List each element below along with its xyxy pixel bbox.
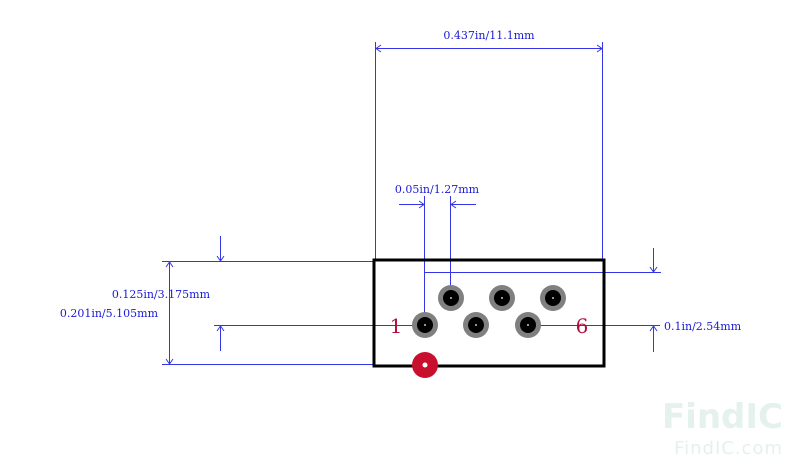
pad-6-top [540, 285, 566, 311]
pad-4 [489, 285, 515, 311]
pad-2 [438, 285, 464, 311]
pitch-half-arrow-right [450, 200, 457, 209]
pitch-half-label: 0.05in/1.27mm [395, 183, 480, 196]
width-arrow-right [596, 44, 603, 53]
width-arrow-left [375, 44, 382, 53]
total-width-label: 0.437in/11.1mm [443, 29, 535, 42]
watermark-logo: FindIC FindIC.com [662, 397, 783, 459]
watermark-url: FindIC.com [674, 438, 783, 459]
pad-3 [463, 312, 489, 338]
pitch-arrow-bottom [649, 325, 658, 332]
watermark-logo-text: FindIC [662, 397, 783, 437]
pitch-arrow-top [649, 266, 658, 273]
pin-6-label: 6 [576, 314, 589, 338]
pitch-half-arrow-left [418, 200, 425, 209]
height-arrow-bottom [165, 358, 174, 365]
pad-1 [412, 312, 438, 338]
height-arrow-top [165, 261, 174, 268]
row-offset-arrow-bottom [216, 325, 225, 332]
pin-1-label: 1 [390, 314, 403, 338]
component-outline [372, 258, 606, 368]
row-offset-arrow-top [216, 255, 225, 262]
pads [412, 285, 566, 338]
row-offset-label: 0.125in/3.175mm [112, 288, 211, 301]
dimension-lines [162, 42, 661, 365]
pin-pitch-label: 0.1in/2.54mm [664, 320, 742, 333]
pin1-marker-icon [412, 352, 438, 378]
overall-height-label: 0.201in/5.105mm [60, 307, 159, 320]
pad-5 [515, 312, 541, 338]
